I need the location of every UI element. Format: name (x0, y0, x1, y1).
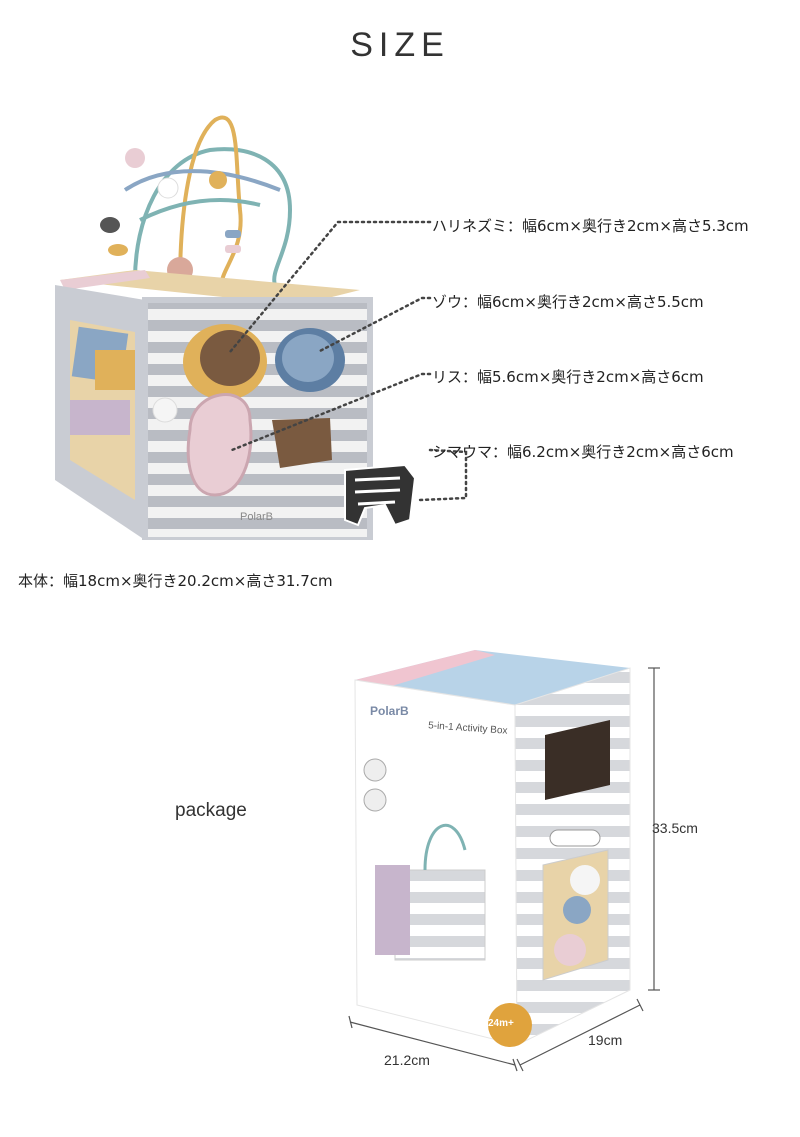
callout-leaders (228, 220, 468, 502)
squirrel-size-label: リス：幅5.6cm×奥行き2cm×高さ6cm (432, 368, 704, 386)
package-label: package (175, 800, 247, 821)
leader-hedgehog (228, 220, 432, 354)
package-brand: PolarB (370, 704, 409, 718)
age-badge-text: 24m+ (488, 1018, 514, 1029)
zebra-hole (272, 418, 332, 468)
hedgehog-piece (183, 324, 267, 400)
hedgehog-size-label: ハリネズミ：幅6cm×奥行き2cm×高さ5.3cm (432, 217, 749, 235)
cube-brand: PolarB (240, 511, 273, 523)
zebra-size-label: シマウマ：幅6.2cm×奥行き2cm×高さ6cm (432, 443, 734, 461)
bear-decal (152, 397, 178, 423)
package-depth: 19cm (588, 1032, 623, 1048)
package-box-illustration (354, 650, 631, 1047)
package-height: 33.5cm (652, 820, 698, 836)
elephant-piece (275, 328, 345, 392)
squirrel-piece (186, 393, 253, 497)
age-badge-circle (488, 1003, 532, 1047)
body-size-label: 本体：幅18cm×奥行き20.2cm×高さ31.7cm (18, 572, 333, 590)
leader-elephant (316, 296, 432, 354)
elephant-size-label: ゾウ：幅6cm×奥行き2cm×高さ5.5cm (432, 293, 704, 311)
package-width: 21.2cm (384, 1052, 430, 1068)
leader-zebra (418, 448, 468, 502)
bead-maze (123, 115, 293, 286)
activity-cube-illustration: PolarB (55, 115, 417, 540)
zebra-piece (344, 463, 417, 527)
leader-squirrel (230, 372, 432, 452)
page-title: SIZE (350, 26, 450, 64)
